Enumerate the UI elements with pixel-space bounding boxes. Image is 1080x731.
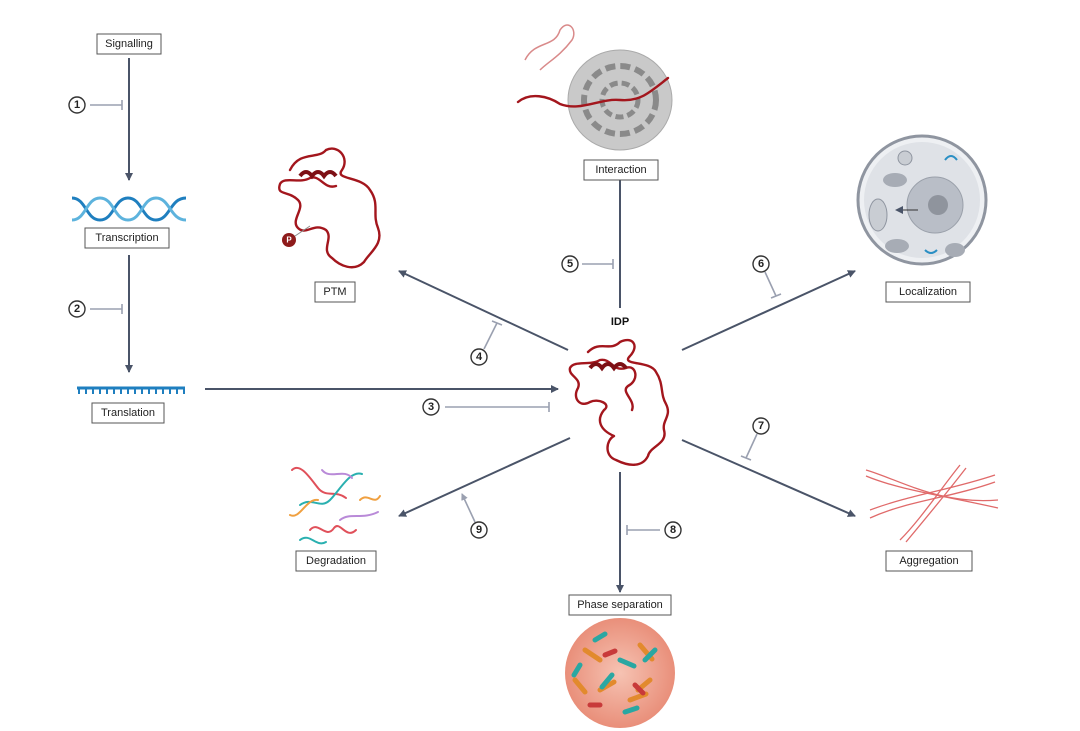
- interaction-complex-icon: [516, 24, 673, 151]
- step-number: 7: [758, 420, 764, 432]
- step-5: 5: [561, 255, 614, 273]
- phase-separation-node: Phase separation: [568, 594, 672, 616]
- translation-label: Translation: [101, 407, 155, 419]
- step-number: 9: [476, 524, 482, 536]
- degradation-label: Degradation: [306, 555, 366, 567]
- signalling-node: Signalling: [96, 33, 162, 55]
- step-2: 2: [68, 300, 123, 318]
- transcription-label: Transcription: [95, 232, 158, 244]
- step-6: 6: [752, 255, 782, 299]
- dna-helix-icon: [71, 196, 187, 222]
- step-number: 6: [758, 258, 764, 270]
- degradation-node: Degradation: [295, 550, 377, 572]
- translation-node: Translation: [91, 402, 165, 424]
- step-3: 3: [422, 398, 550, 416]
- step-4: 4: [470, 320, 503, 366]
- condensate-droplet-icon: [565, 618, 675, 728]
- step-number: 4: [476, 351, 483, 363]
- interaction-node: Interaction: [583, 159, 659, 181]
- step-7: 7: [740, 417, 770, 461]
- interaction-label: Interaction: [595, 164, 646, 176]
- transcription-node: Transcription: [84, 227, 170, 249]
- idp-protein-icon: [568, 338, 670, 466]
- aggregation-node: Aggregation: [885, 550, 973, 572]
- step-number: 3: [428, 401, 434, 413]
- phase-separation-label: Phase separation: [577, 599, 663, 611]
- step-number: 1: [74, 99, 80, 111]
- mrna-icon: [77, 386, 185, 394]
- aggregate-fibrils-icon: [865, 464, 999, 543]
- phosphate-badge: P: [282, 233, 296, 247]
- step-number: 5: [567, 258, 573, 270]
- arrow-idp-localization: [681, 270, 856, 351]
- ptm-label: PTM: [323, 286, 346, 298]
- step-1: 1: [68, 96, 123, 114]
- step-9: 9: [461, 493, 488, 539]
- aggregation-label: Aggregation: [899, 555, 958, 567]
- cell-icon: [856, 134, 988, 266]
- arrow-idp-degradation: [398, 437, 571, 517]
- signalling-label: Signalling: [105, 38, 153, 50]
- arrow-idp-aggregation: [681, 439, 856, 517]
- localization-node: Localization: [885, 281, 971, 303]
- step-number: 8: [670, 524, 676, 536]
- step-8: 8: [626, 521, 682, 539]
- ptm-protein-icon: [278, 147, 381, 269]
- step-number: P: [286, 236, 292, 245]
- step-number: 2: [74, 303, 80, 315]
- localization-label: Localization: [899, 286, 957, 298]
- ptm-node: PTM: [314, 281, 356, 303]
- arrow-idp-ptm: [398, 270, 569, 351]
- idp-label: IDP: [611, 316, 629, 328]
- degraded-fragments-icon: [289, 467, 381, 545]
